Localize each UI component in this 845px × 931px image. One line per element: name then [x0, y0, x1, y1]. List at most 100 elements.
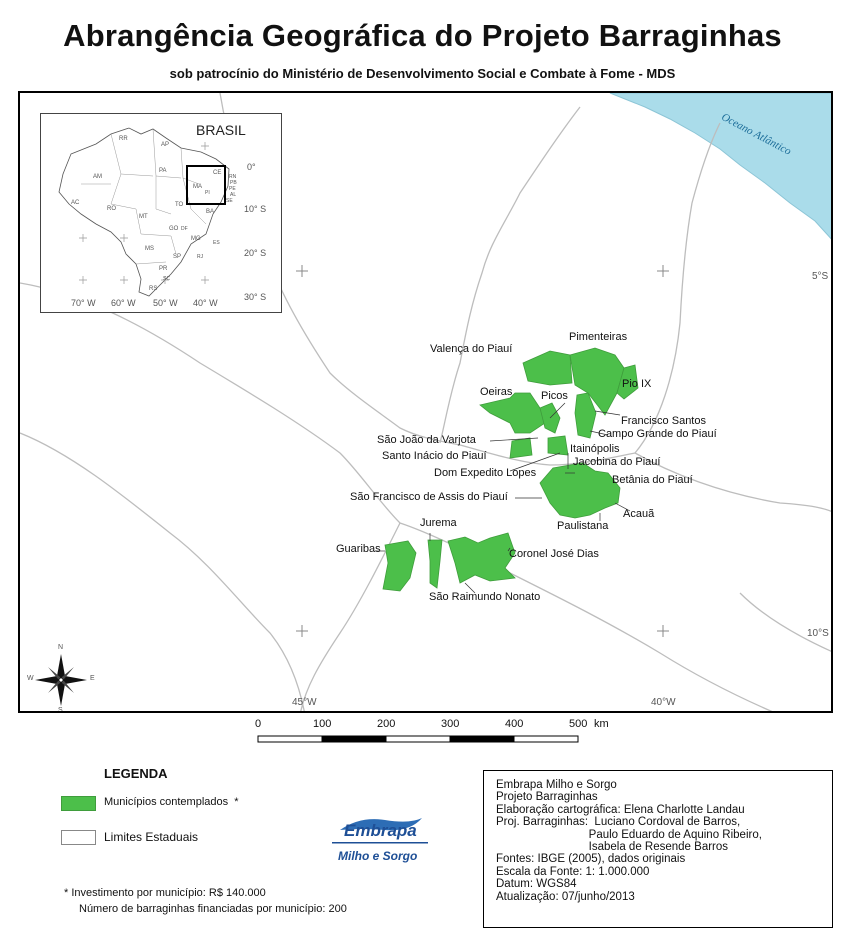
legend-municipios-text: Municípios contemplados	[104, 796, 229, 808]
credits-line: Fontes: IBGE (2005), dados originais	[496, 853, 686, 866]
legend-label-limites: Limites Estaduais	[104, 830, 199, 844]
municipio-guaribas	[382, 540, 417, 592]
map-canvas	[20, 93, 831, 711]
state-pr: PR	[159, 266, 168, 272]
note-investimento: * Investimento por município: R$ 140.000	[64, 887, 266, 899]
label-sao-francisco: São Francisco de Assis do Piauí	[350, 491, 508, 503]
map-subtitle: sob patrocínio do Ministério de Desenvol…	[169, 66, 676, 81]
label-guaribas: Guaribas	[336, 543, 381, 555]
credits-line: Datum: WGS84	[496, 878, 577, 891]
label-sao-joao-varjota: São João da Varjota	[377, 434, 476, 446]
compass-w: W	[27, 675, 34, 682]
legend-municipios-mark: *	[234, 796, 239, 808]
legend-title: LEGENDA	[104, 766, 168, 781]
scale-tick-100: 100	[313, 718, 332, 730]
state-go: GO	[169, 226, 179, 232]
scale-unit: km	[594, 718, 609, 730]
state-ap: AP	[161, 142, 170, 148]
compass-s: S	[58, 707, 63, 713]
legend-swatch-limites	[61, 830, 96, 845]
logo-sub: Milho e Sorgo	[338, 849, 417, 863]
inset-lon-40: 40° W	[193, 298, 218, 308]
main-map[interactable]: Oceano Atlântico 5°S 10°S 45°W 40°W N S …	[18, 91, 833, 713]
state-ba: BA	[206, 209, 215, 215]
credits-line: Paulo Eduardo de Aquino Ribeiro,	[496, 828, 762, 841]
municipio-jacobina	[539, 462, 621, 519]
municipio-santo-inacio	[509, 437, 533, 459]
label-oeiras: Oeiras	[480, 386, 513, 398]
leader-lines	[375, 402, 631, 594]
state-to: TO	[175, 202, 184, 208]
state-pa: PA	[159, 168, 167, 174]
label-acaua: Acauã	[623, 508, 655, 520]
label-valenca: Valença do Piauí	[430, 343, 513, 355]
label-francisco-santos: Francisco Santos	[621, 415, 706, 427]
credits-line: Proj. Barraginhas: Luciano Cordoval de B…	[496, 816, 741, 829]
municipio-itainopolis	[547, 435, 569, 456]
logo-name: Embrapa	[344, 821, 417, 840]
label-pimenteiras: Pimenteiras	[569, 331, 628, 343]
legend-swatch-municipios	[61, 796, 96, 811]
inset-focus-box	[186, 165, 226, 205]
label-coronel-jose-dias: Coronel José Dias	[509, 548, 599, 560]
inset-lat-30: 30° S	[244, 292, 267, 302]
credits-line: Elaboração cartográfica: Elena Charlotte…	[496, 803, 745, 816]
label-picos: Picos	[541, 390, 568, 402]
state-sp: SP	[173, 254, 182, 260]
credits-line: Isabela de Resende Barros	[496, 841, 729, 854]
label-jacobina: Jacobina do Piauí	[573, 456, 661, 468]
inset-lon-70: 70° W	[71, 298, 96, 308]
inset-lon-50: 50° W	[153, 298, 178, 308]
inset-lon-60: 60° W	[111, 298, 136, 308]
coord-5s: 5°S	[812, 271, 829, 282]
coord-10s: 10°S	[807, 628, 829, 639]
note-barraginhas: Número de barraginhas financiadas por mu…	[79, 903, 347, 915]
state-sc: SC	[163, 276, 170, 282]
coord-45w: 45°W	[292, 697, 317, 708]
label-pio-ix: Pio IX	[622, 378, 652, 390]
state-df: DF	[181, 226, 188, 232]
state-ms: MS	[145, 246, 154, 252]
label-santo-inacio: Santo Inácio do Piauí	[382, 450, 487, 462]
credits-line: Embrapa Milho e Sorgo	[496, 779, 617, 791]
state-pe: PE	[229, 186, 236, 192]
inset-graticule	[79, 142, 209, 284]
municipio-sao-raimundo	[447, 532, 516, 584]
compass-e: E	[90, 675, 95, 682]
state-ro: RO	[107, 206, 116, 212]
municipio-oeiras	[479, 392, 546, 434]
credits-box: Embrapa Milho e Sorgo Projeto Barraginha…	[483, 770, 833, 928]
inset-canvas	[58, 127, 230, 297]
state-se: SE	[226, 198, 233, 204]
credits-line: Escala da Fonte: 1: 1.000.000	[496, 865, 650, 878]
state-es: ES	[213, 240, 220, 246]
state-rr: RR	[119, 136, 128, 142]
state-rs: RS	[149, 286, 158, 292]
state-pi: PI	[205, 190, 210, 196]
credits-line: Projeto Barraginhas	[496, 791, 598, 804]
scale-bar	[257, 735, 579, 743]
state-mg: MG	[191, 236, 201, 242]
state-ma: MA	[193, 184, 202, 190]
brasil-outline	[58, 127, 230, 297]
label-dom-expedito: Dom Expedito Lopes	[434, 467, 537, 479]
legend-label-municipios: Municípios contemplados *	[104, 796, 239, 808]
label-itainopolis: Itainópolis	[570, 443, 620, 455]
state-rn: RN	[229, 174, 237, 180]
compass-n: N	[58, 644, 64, 651]
state-ac: AC	[71, 200, 80, 206]
state-mt: MT	[139, 214, 148, 220]
state-am: AM	[93, 174, 102, 180]
scale-tick-0: 0	[255, 718, 262, 730]
inset-title: BRASIL	[196, 122, 246, 138]
label-paulistana: Paulistana	[557, 520, 609, 532]
inset-lat-20: 20° S	[244, 248, 267, 258]
municipio-pio-ix	[616, 364, 639, 400]
scale-tick-500: 500	[569, 718, 588, 730]
graticule-marks	[296, 265, 669, 637]
label-jurema: Jurema	[420, 517, 457, 529]
compass-rose-icon	[35, 654, 87, 706]
label-campo-grande: Campo Grande do Piauí	[598, 428, 717, 440]
inset-brasil[interactable]: BRASIL 0° 10° S 20° S 30° S 70° W 60° W …	[40, 113, 282, 313]
municipios[interactable]	[382, 347, 639, 592]
